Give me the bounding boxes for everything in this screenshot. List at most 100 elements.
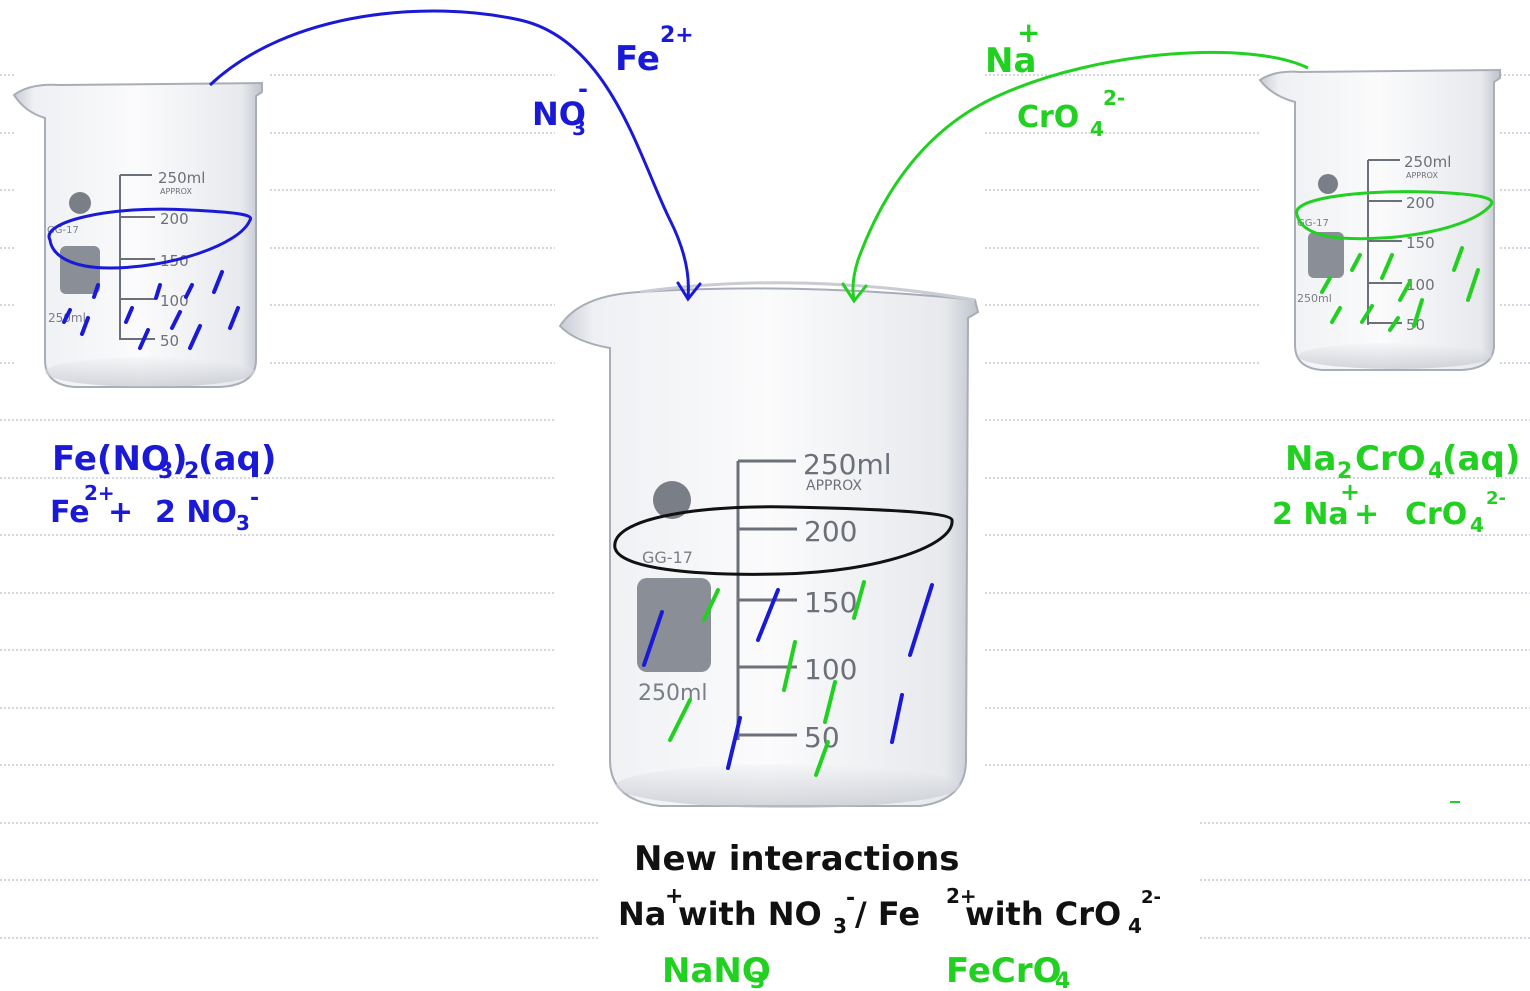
right-badge-label: 250ml [1297,292,1332,305]
caption-sep-fe: / Fe [855,895,920,933]
arrow-label-left: Fe 2+ NO 3 - [532,23,694,140]
hatch-stroke [188,324,202,350]
hatch-stroke [1398,280,1412,302]
left-ion-plus: + [108,495,133,530]
left-ion-fe: Fe [50,495,90,530]
caption-no3-charge: - [846,886,855,911]
left-formula-main: Fe(NO [52,439,170,479]
arrow-cro-sub: 4 [1090,117,1104,141]
left-approx-label: APPROX [160,187,192,196]
left-formula: Fe(NO 3 ) 2 (aq) [52,439,276,484]
caption-with-cro: with CrO [965,895,1121,933]
center-badge-label: 250ml [638,681,708,706]
hatch-stroke [154,283,162,300]
left-mark-100: 100 [160,292,189,310]
hatch-stroke [170,310,182,330]
hatch-stroke [1320,276,1332,294]
star-logo-icon [1318,174,1338,194]
caption-products: NaNO 3 FeCrO 4 [662,951,1070,991]
arrow-no3-charge: - [578,75,588,103]
center-mark-150: 150 [804,586,857,619]
hatch-stroke [80,316,90,336]
center-volume-label: 250ml [803,448,892,481]
arrow-fe-label: Fe [615,39,660,79]
right-formula-cro: CrO [1355,439,1426,479]
hatch-stroke [908,583,934,657]
right-ion-na: 2 Na [1272,497,1349,532]
left-ion-fe-charge: 2+ [84,481,115,505]
product-fecro4-sub: 4 [1055,969,1070,991]
left-mark-50: 50 [160,332,179,350]
right-solution-hatching [1320,246,1480,332]
left-beaker: GG-17 250ml APPROX 200 150 100 50 250ml [12,81,263,388]
product-nano3: NaNO [662,951,771,991]
arrow-no3-sub: 3 [572,116,586,140]
left-formula-sub2: 2 [184,459,199,484]
left-formula-sub3: 3 [158,459,173,484]
center-solution-hatching [642,580,934,777]
hatch-stroke [890,693,904,744]
hatch-stroke [756,588,780,642]
star-logo-icon [653,481,691,519]
hatch-stroke [1380,253,1394,280]
right-model-label: GG-17 [1297,218,1329,229]
hatch-stroke [138,328,150,350]
hatch-stroke [782,640,797,692]
caption-na-charge: + [665,884,683,909]
right-ion-cro: CrO [1405,497,1467,532]
left-mark-200: 200 [160,210,189,228]
product-nano3-sub: 3 [750,969,765,991]
caption-with-no3: with NO [678,895,822,933]
center-liquid-surface [613,505,954,576]
star-logo-icon [69,192,91,214]
caption-heading: New interactions [634,839,960,879]
right-ion-cro-sub: 4 [1470,513,1484,537]
hatch-stroke [1360,304,1374,324]
hatch-stroke [212,270,224,294]
arrow-fe-charge: 2+ [660,23,694,48]
hatch-stroke [1350,253,1362,272]
left-ion-no3-charge: - [250,486,259,511]
center-label-patch [637,578,711,672]
hatch-stroke [823,680,837,724]
green-transfer-arrow [841,50,1309,304]
caption-cro-charge: 2- [1141,887,1161,908]
center-model-label: GG-17 [642,548,693,567]
hatch-stroke [1452,246,1464,272]
right-mark-150: 150 [1406,234,1435,252]
hatch-stroke [228,306,240,330]
arrow-cro-label: CrO [1017,100,1079,135]
right-formula-cro-sub: 4 [1428,459,1443,484]
right-formula: Na 2 CrO 4 (aq) [1285,439,1520,484]
center-approx-label: APPROX [806,478,862,494]
product-fecro4: FeCrO [946,951,1062,991]
hatch-stroke [852,580,866,620]
left-ion-no3-sub: 3 [236,511,250,535]
caption-cro-sub: 4 [1128,914,1142,938]
left-ion-no3: 2 NO [155,495,237,530]
arrow-no3-label: NO [532,95,586,133]
blue-transfer-arrow [208,9,702,302]
right-mark-100: 100 [1406,276,1435,294]
hatch-stroke [124,306,134,324]
caption-no3-sub: 3 [833,914,847,938]
center-mark-50: 50 [804,721,840,754]
hatch-stroke [668,698,692,742]
arrow-na-label: Na [985,41,1036,81]
hatch-stroke [814,740,830,777]
hatch-stroke [62,308,72,324]
right-ion-plus: + [1354,497,1379,532]
right-ion-na-charge: + [1340,478,1360,506]
center-mark-100: 100 [804,653,857,686]
hatch-stroke [1388,316,1400,332]
ruled-lines [0,74,1530,939]
hatch-stroke [1330,306,1342,324]
center-mark-200: 200 [804,515,857,548]
left-model-label: GG-17 [47,225,79,236]
caption: New interactions Na + with NO 3 - / Fe 2… [618,839,1161,938]
caption-fe-charge: 2+ [946,884,977,908]
right-formula-state: (aq) [1442,439,1520,479]
right-volume-label: 250ml [1404,153,1451,171]
right-formula-na-sub: 2 [1337,459,1352,484]
